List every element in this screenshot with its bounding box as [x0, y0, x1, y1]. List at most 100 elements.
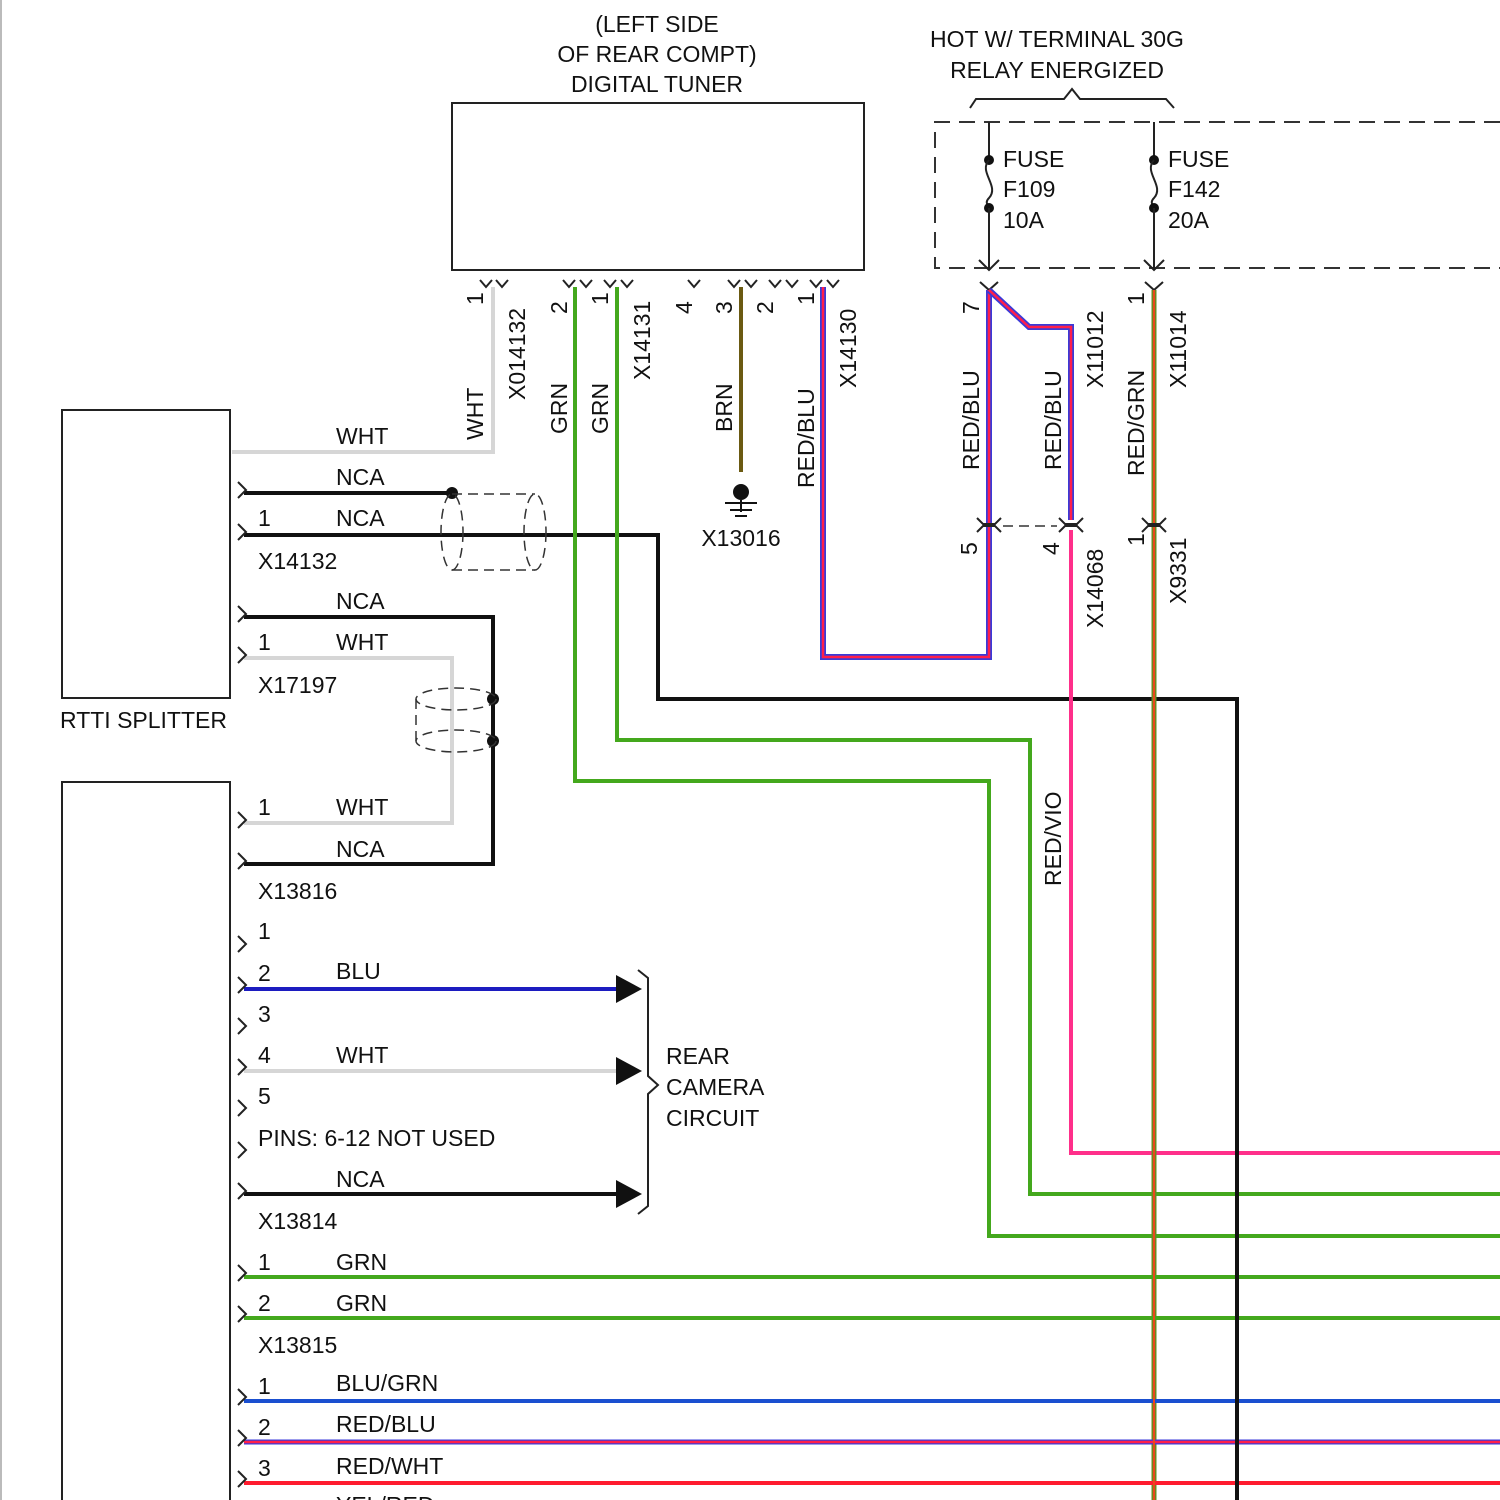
rear-camera-line-3: CIRCUIT	[666, 1105, 759, 1131]
connector-x14131: X14131	[629, 301, 655, 380]
label-nca-5: NCA	[336, 1166, 385, 1192]
connector-x11014: X11014	[1165, 310, 1191, 388]
x14068-connector-cups	[977, 518, 1166, 532]
label-nca-2: NCA	[336, 505, 385, 531]
rear-camera-brace	[638, 970, 658, 1214]
x13814-pin-4: 4	[258, 1042, 271, 1068]
x13815-pin-1: 1	[258, 1249, 271, 1275]
tuner-pin-cups	[480, 280, 839, 287]
wire-red-vio	[1071, 530, 1500, 1153]
label-grn-4: GRN	[336, 1290, 387, 1316]
pin-1-x17197: 1	[258, 629, 271, 655]
rear-camera-line-2: CAMERA	[666, 1074, 765, 1100]
x14068-pin-5: 5	[956, 542, 982, 555]
connector-x11012: X11012	[1082, 310, 1108, 388]
fuse-pin-7: 7	[958, 301, 984, 314]
tuner-box	[452, 103, 864, 270]
connector-x13815: X13815	[258, 1332, 337, 1358]
ground-icon	[725, 484, 757, 516]
x13815-pin-2: 2	[258, 1290, 271, 1316]
label-red-blu-4: RED/BLU	[336, 1411, 436, 1437]
connector-x9331: X9331	[1165, 537, 1191, 604]
fuse-f142: FUSE F142 20A	[1144, 122, 1229, 270]
fuse-f109-line-3: 10A	[1003, 207, 1045, 233]
wire-label-grn-2: GRN	[587, 383, 613, 434]
tuner-pin-1-e: 1	[793, 292, 819, 305]
wire-label-red-blu-1: RED/BLU	[793, 388, 819, 488]
tuner-pin-3: 3	[711, 301, 737, 314]
relay-brace	[970, 89, 1174, 108]
label-wht-2: WHT	[336, 629, 388, 655]
tuner-title-line-3: DIGITAL TUNER	[571, 71, 743, 97]
fuse-f109: FUSE F109 10A	[979, 122, 1064, 270]
connector-x17197: X17197	[258, 672, 337, 698]
rtti-splitter: RTTI SPLITTER	[60, 410, 230, 733]
connector-x14130: X14130	[835, 309, 861, 388]
tuner-title-line-1: (LEFT SIDE	[595, 11, 719, 37]
pins-not-used-note: PINS: 6-12 NOT USED	[258, 1125, 495, 1151]
module-pin-cups	[238, 482, 246, 1487]
connector-x13814: X13814	[258, 1208, 338, 1234]
fuse-f109-cup	[980, 282, 998, 290]
label-wht-3: WHT	[336, 794, 388, 820]
label-wht-1: WHT	[336, 423, 388, 449]
coax-shield-lower	[416, 688, 496, 752]
fuse-f142-cup	[1145, 282, 1163, 290]
tuner-title-line-2: OF REAR COMPT)	[557, 41, 756, 67]
splitter-box	[62, 410, 230, 698]
splitter-label: RTTI SPLITTER	[60, 707, 227, 733]
bottom-pin-1: 1	[258, 1373, 271, 1399]
x9331-pin-1: 1	[1123, 533, 1149, 546]
label-blu-grn: BLU/GRN	[336, 1370, 438, 1396]
connector-x14132: X14132	[258, 548, 337, 574]
wire-label-brn: BRN	[711, 383, 737, 432]
label-wht-4: WHT	[336, 1042, 388, 1068]
label-partial-bottom: YEL/RED	[336, 1492, 434, 1500]
pin-1-x13816: 1	[258, 794, 271, 820]
pin-1-x14132: 1	[258, 505, 271, 531]
connector-x14068: X14068	[1082, 549, 1108, 628]
fuse-f109-line-2: F109	[1003, 176, 1055, 202]
tuner-pin-1-c: 1	[587, 292, 613, 305]
tuner-pin-2-b: 2	[546, 301, 572, 314]
fuse-f142-line-3: 20A	[1168, 207, 1210, 233]
relay-fuse-block: HOT W/ TERMINAL 30G RELAY ENERGIZED FUSE…	[930, 26, 1500, 290]
digital-tuner: (LEFT SIDE OF REAR COMPT) DIGITAL TUNER	[452, 11, 864, 287]
connector-x014132: X014132	[504, 308, 530, 400]
wire-label-red-vio: RED/VIO	[1040, 791, 1066, 886]
wire-label-grn-1: GRN	[546, 383, 572, 434]
bottom-pin-2: 2	[258, 1414, 271, 1440]
label-nca-3: NCA	[336, 588, 385, 614]
x13814-pin-1: 1	[258, 918, 271, 944]
relay-title-line-2: RELAY ENERGIZED	[950, 57, 1164, 83]
x14068-pin-4: 4	[1038, 542, 1064, 555]
bottom-pin-3: 3	[258, 1455, 271, 1481]
fuse-f142-line-1: FUSE	[1168, 146, 1229, 172]
label-nca-1: NCA	[336, 464, 385, 490]
tuner-pin-4: 4	[671, 301, 697, 314]
lower-module-box	[62, 782, 230, 1500]
label-red-wht: RED/WHT	[336, 1453, 443, 1479]
x13016-label: X13016	[701, 525, 780, 551]
coax-shield-upper	[441, 494, 546, 570]
label-blu: BLU	[336, 958, 381, 984]
lower-module	[62, 782, 230, 1500]
wire-nca-x14132-long	[244, 535, 1237, 1500]
fuse-f109-line-1: FUSE	[1003, 146, 1064, 172]
tuner-pin-1-a: 1	[462, 292, 488, 305]
label-grn-3: GRN	[336, 1249, 387, 1275]
wire-label-red-blu-3: RED/BLU	[1040, 370, 1066, 470]
x13814-pin-2: 2	[258, 960, 271, 986]
relay-title-line-1: HOT W/ TERMINAL 30G	[930, 26, 1184, 52]
label-nca-4: NCA	[336, 836, 385, 862]
rear-camera-line-1: REAR	[666, 1043, 730, 1069]
x13814-pin-3: 3	[258, 1001, 271, 1027]
connector-x13816: X13816	[258, 878, 337, 904]
fuse-pin-1: 1	[1123, 292, 1149, 305]
fuse-f142-line-2: F142	[1168, 176, 1220, 202]
tuner-pin-2-d: 2	[752, 301, 778, 314]
wire-label-red-grn: RED/GRN	[1123, 370, 1149, 476]
arrow-heads	[616, 975, 642, 1208]
wire-label-wht-vertical: WHT	[462, 388, 488, 440]
